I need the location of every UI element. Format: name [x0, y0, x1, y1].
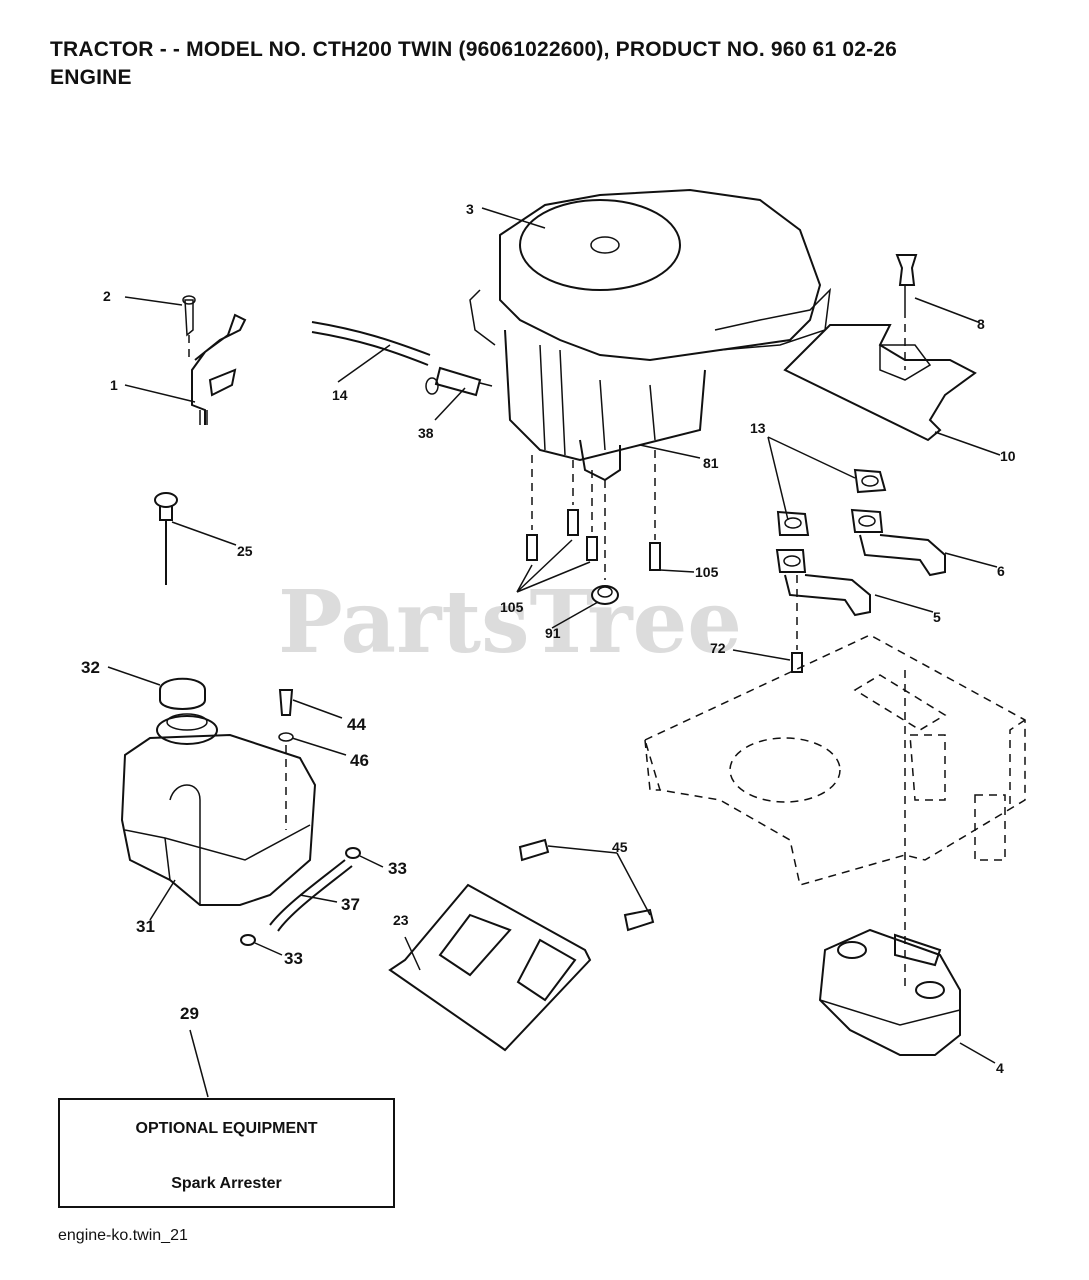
callout-3: 3 — [466, 201, 474, 217]
callout-33-top: 33 — [388, 859, 407, 878]
callout-81: 81 — [703, 455, 719, 471]
optional-equipment-title: OPTIONAL EQUIPMENT — [135, 1120, 318, 1137]
diagram-file-reference: engine-ko.twin_21 — [58, 1227, 188, 1244]
callout-23: 23 — [393, 912, 409, 928]
throttle-control — [182, 295, 247, 425]
callout-8: 8 — [977, 316, 985, 332]
shield-plate — [388, 838, 655, 1052]
callout-5: 5 — [933, 609, 941, 625]
callout-105-left: 105 — [500, 599, 524, 615]
muffler — [818, 928, 961, 1056]
callout-6: 6 — [997, 563, 1005, 579]
callout-37: 37 — [341, 895, 360, 914]
callout-14: 14 — [332, 387, 348, 403]
engine-bolts — [526, 450, 661, 605]
callout-4: 4 — [996, 1060, 1004, 1076]
callout-29: 29 — [180, 1004, 199, 1023]
callout-10: 10 — [1000, 448, 1016, 464]
screw-72 — [791, 575, 803, 673]
callout-38: 38 — [418, 425, 434, 441]
callout-46: 46 — [350, 751, 369, 770]
callout-91: 91 — [545, 625, 561, 641]
page-title: TRACTOR - - MODEL NO. CTH200 TWIN (96061… — [50, 38, 898, 61]
tank-hardware — [240, 689, 361, 946]
exhaust-pipes — [775, 468, 946, 617]
callout-numbers: 3 2 1 14 38 81 8 10 13 6 5 25 105 105 91… — [81, 201, 1016, 1076]
callout-1: 1 — [110, 377, 118, 393]
callout-2: 2 — [103, 288, 111, 304]
callout-31: 31 — [136, 917, 155, 936]
optional-equipment-item: Spark Arrester — [171, 1175, 282, 1192]
callout-44: 44 — [347, 715, 366, 734]
callout-105-right: 105 — [695, 564, 719, 580]
optional-equipment-box: OPTIONAL EQUIPMENT Spark Arrester — [58, 1098, 395, 1208]
engine-assembly — [469, 188, 832, 482]
callout-72: 72 — [710, 640, 726, 656]
fuel-hose — [311, 321, 493, 397]
fuel-tank — [120, 677, 317, 906]
page-subtitle: ENGINE — [50, 66, 132, 89]
callout-32: 32 — [81, 658, 100, 677]
callout-45: 45 — [612, 839, 628, 855]
leader-lines — [107, 207, 1001, 1098]
watermark: PartsTree — [278, 572, 742, 673]
callout-13: 13 — [750, 420, 766, 436]
chassis-frame — [644, 634, 1026, 990]
heat-shield — [783, 254, 977, 442]
dipstick — [154, 492, 178, 585]
callout-25: 25 — [237, 543, 253, 559]
callout-33-bottom: 33 — [284, 949, 303, 968]
